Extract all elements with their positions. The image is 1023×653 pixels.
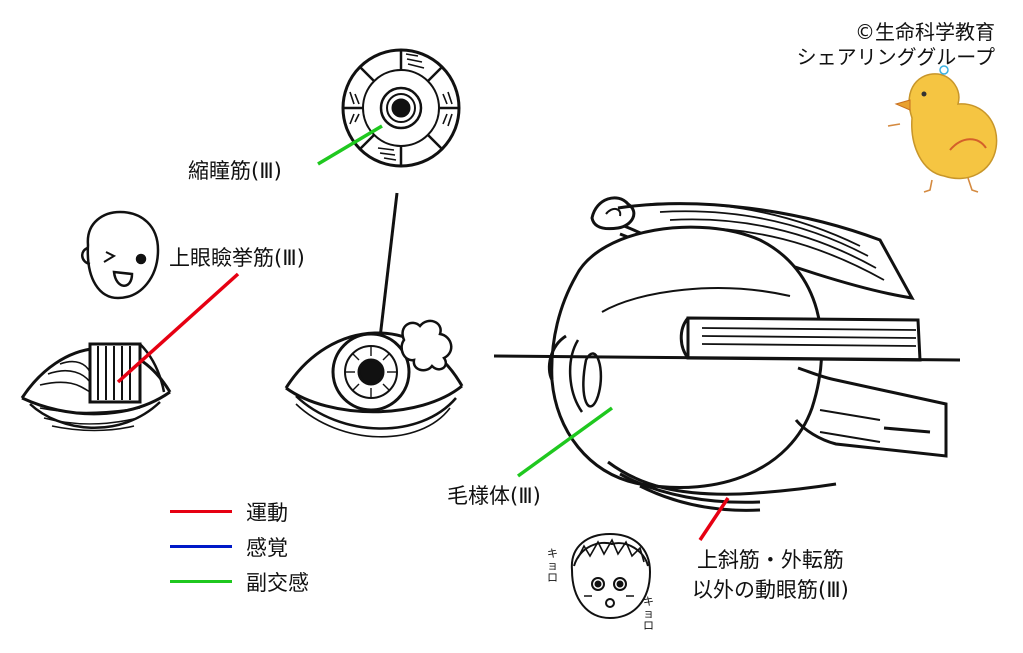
- iris-closeup: [341, 48, 461, 168]
- label-oculomotor-line-1: 上斜筋・外転筋: [696, 548, 844, 572]
- iris-connector-line: [376, 192, 399, 356]
- line-sphincter: [317, 124, 383, 166]
- legend-label-motor: 運動: [246, 500, 288, 525]
- chick-doodle: [887, 65, 998, 193]
- label-levator-palpebrae: 上眼瞼挙筋(Ⅲ): [169, 246, 305, 270]
- legend-label-sensory: 感覚: [246, 535, 288, 560]
- line-oculomotor: [698, 497, 730, 541]
- legend: 運動 感覚 副交感: [170, 494, 309, 599]
- annotation-lines: [116, 124, 730, 541]
- legend-swatch-sensory: [170, 545, 232, 548]
- doodle-kyoro-right: キョロ: [643, 595, 654, 632]
- front-eye: [284, 319, 464, 438]
- eyeball-side-view: [493, 196, 961, 512]
- label-oculomotor-line-2: 以外の動眼筋(Ⅲ): [692, 578, 849, 602]
- label-oculomotor-muscles: 上斜筋・外転筋 以外の動眼筋(Ⅲ): [692, 545, 849, 605]
- face-doodle-bottom: [570, 532, 652, 620]
- line-levator: [116, 272, 240, 384]
- legend-item-parasympathetic: 副交感: [170, 564, 309, 599]
- doodle-kyoro-left: キョロ: [547, 547, 558, 584]
- legend-swatch-motor: [170, 510, 232, 513]
- copyright-line-2: シェアリンググループ: [796, 45, 995, 69]
- copyright: ©生命科学教育 シェアリンググループ: [797, 20, 995, 70]
- label-sphincter-pupillae: 縮瞳筋(Ⅲ): [188, 159, 282, 183]
- label-ciliary-body: 毛様体(Ⅲ): [447, 484, 541, 508]
- face-doodle-left: [81, 210, 160, 300]
- legend-item-motor: 運動: [170, 494, 309, 529]
- legend-swatch-parasympathetic: [170, 580, 232, 583]
- copyright-line-1: ©生命科学教育: [855, 20, 995, 44]
- legend-label-parasympathetic: 副交感: [246, 570, 309, 595]
- legend-item-sensory: 感覚: [170, 529, 309, 564]
- line-ciliary: [516, 406, 614, 478]
